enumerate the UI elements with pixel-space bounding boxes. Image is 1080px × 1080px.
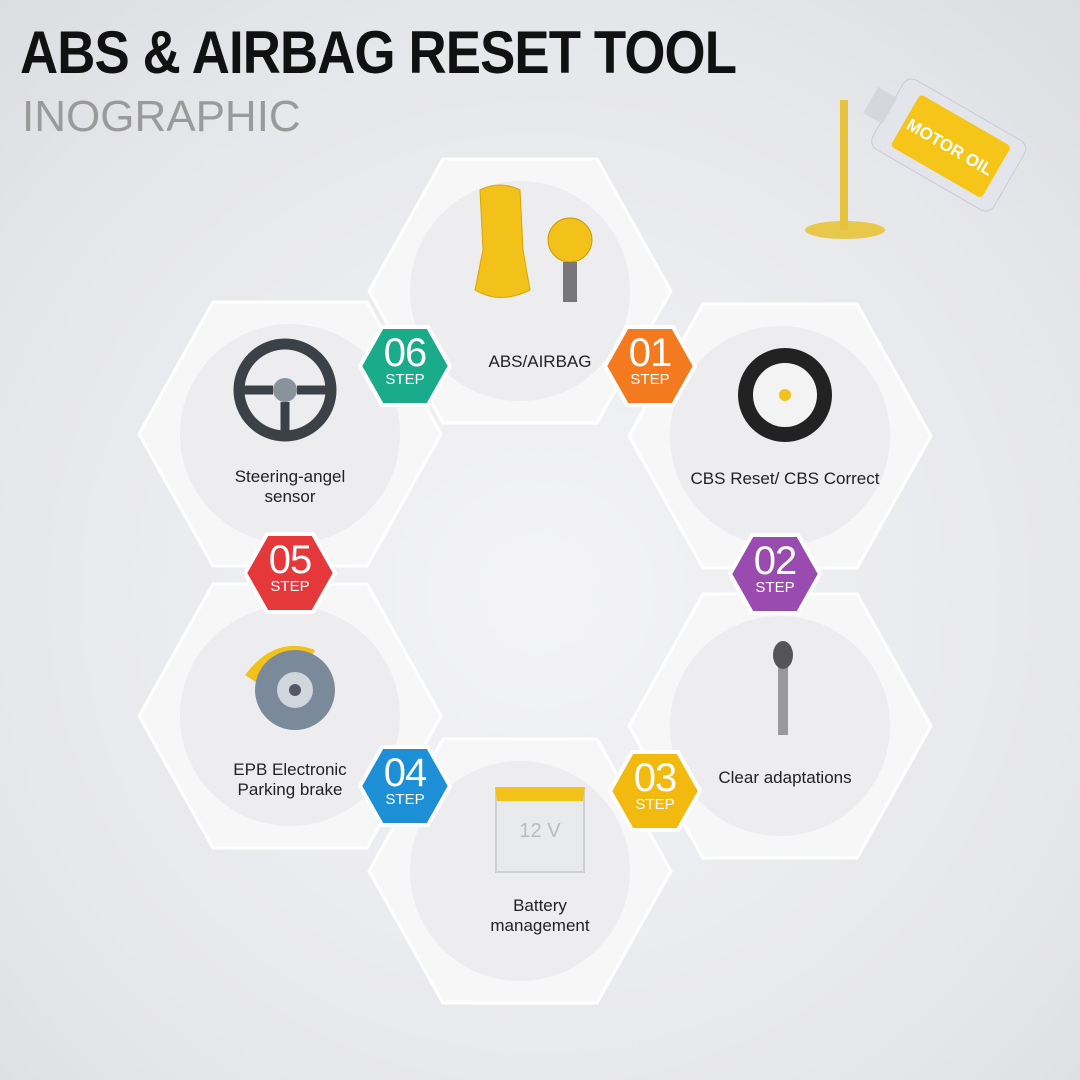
brake-disc-icon <box>245 645 335 730</box>
step-number: 03 <box>633 756 678 800</box>
motor-oil-bottle-icon: MOTOR OIL <box>805 78 1027 239</box>
step-number: 06 <box>383 331 428 375</box>
step-number: 05 <box>268 538 313 582</box>
page-title: ABS & AIRBAG RESET TOOL <box>20 19 737 86</box>
gear-shifter-icon <box>773 641 793 735</box>
step-3-label: Clear adaptations <box>718 768 852 787</box>
tile-clear-adaptations[interactable] <box>625 590 935 862</box>
page-subtitle: INOGRAPHIC <box>22 92 301 141</box>
step-word: STEP <box>630 371 670 388</box>
step-word: STEP <box>385 791 425 808</box>
step-word: STEP <box>385 371 425 388</box>
steering-wheel-icon <box>233 338 337 442</box>
battery-icon: 12 V <box>495 787 585 873</box>
step-number: 02 <box>753 539 798 583</box>
step-4-label: Battery management <box>490 896 590 935</box>
seat-crash-dummy-icon <box>474 184 593 302</box>
step-2-label: CBS Reset/ CBS Correct <box>690 469 880 488</box>
step-number: 01 <box>628 331 673 375</box>
tire-icon <box>738 348 832 442</box>
step-6-label: Steering-angel sensor <box>234 467 346 506</box>
step-word: STEP <box>755 579 795 596</box>
step-number: 04 <box>383 751 428 795</box>
step-word: STEP <box>270 578 310 595</box>
step-word: STEP <box>635 796 675 813</box>
step-1-label: ABS/AIRBAG <box>488 352 592 371</box>
tile-cbs-reset[interactable] <box>625 300 935 572</box>
step-5-label: EPB Electronic Parking brake <box>233 760 347 799</box>
tile-battery-management[interactable]: 12 V <box>365 735 675 1007</box>
